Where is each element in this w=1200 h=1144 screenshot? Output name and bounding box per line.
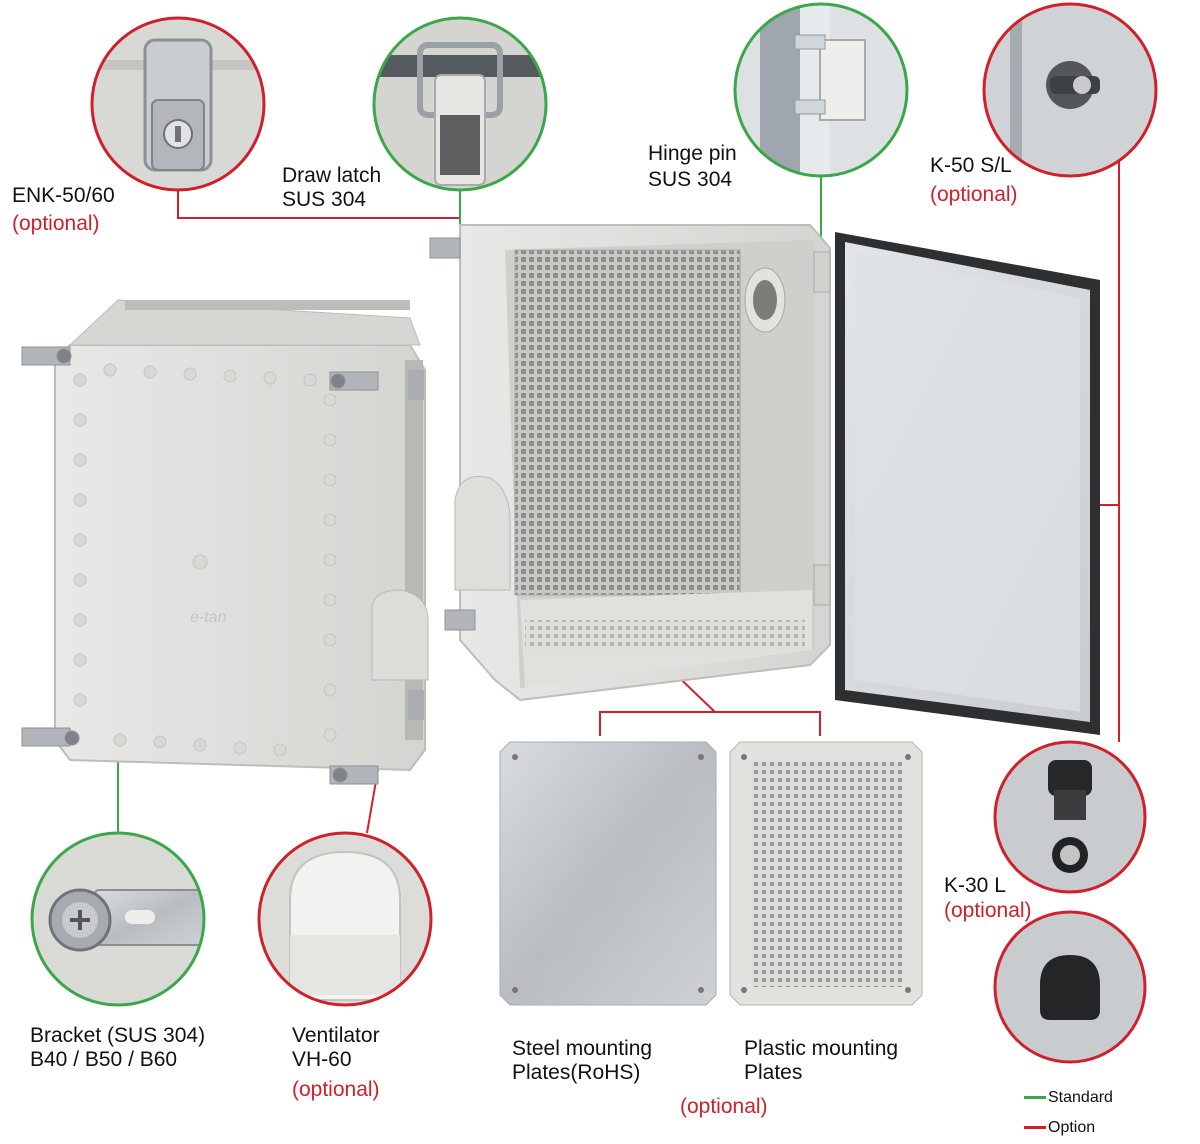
k30-optional: (optional) <box>944 899 1032 922</box>
bracket-models: B40 / B50 / B60 <box>30 1048 178 1071</box>
ventilator-model: VH-60 <box>292 1048 352 1071</box>
hinge-pin-material: SUS 304 <box>648 168 733 191</box>
ventilator-optional: (optional) <box>292 1078 380 1101</box>
hinge-pin-closeup <box>733 2 909 178</box>
open-enclosure <box>429 224 1100 735</box>
bracket-closeup <box>30 831 206 1007</box>
brand-mark: e-tan <box>190 609 227 626</box>
legend-option-label: Option <box>1048 1119 1096 1136</box>
steel-plate-label: Steel mounting <box>512 1037 653 1060</box>
legend-standard-label: Standard <box>1048 1089 1113 1106</box>
k50-lock-closeup <box>982 2 1158 178</box>
plastic-plate-label: Plastic mounting <box>744 1037 899 1060</box>
draw-latch-closeup <box>372 16 548 192</box>
k30-lock-closed-closeup <box>993 910 1147 1064</box>
ventilator-closeup <box>257 831 433 1007</box>
enk-optional: (optional) <box>12 212 100 235</box>
bracket-label: Bracket (SUS 304) <box>30 1024 206 1047</box>
steel-plate-spec: Plates(RoHS) <box>512 1061 641 1084</box>
draw-latch-material: SUS 304 <box>282 188 367 211</box>
legend-standard: Standard <box>1024 1089 1113 1107</box>
plates-optional: (optional) <box>680 1095 768 1118</box>
k50-optional: (optional) <box>930 183 1018 206</box>
hinge-pin-label: Hinge pin <box>648 142 737 165</box>
plastic-plate-spec: Plates <box>744 1061 803 1084</box>
k30-label: K-30 L <box>944 874 1006 897</box>
legend-option: Option <box>1024 1119 1095 1137</box>
k30-lock-open-closeup <box>993 740 1147 894</box>
closed-enclosure: e-tan <box>21 299 429 785</box>
steel-plate <box>499 741 717 1006</box>
enk-label: ENK-50/60 <box>12 184 115 207</box>
legend-standard-swatch <box>1024 1096 1046 1100</box>
plastic-plate <box>729 741 923 1006</box>
legend-option-swatch <box>1024 1126 1046 1130</box>
draw-latch-label: Draw latch <box>282 164 382 187</box>
ventilator-label: Ventilator <box>292 1024 380 1047</box>
enk-latch-closeup <box>90 16 266 192</box>
k50-label: K-50 S/L <box>930 154 1012 177</box>
